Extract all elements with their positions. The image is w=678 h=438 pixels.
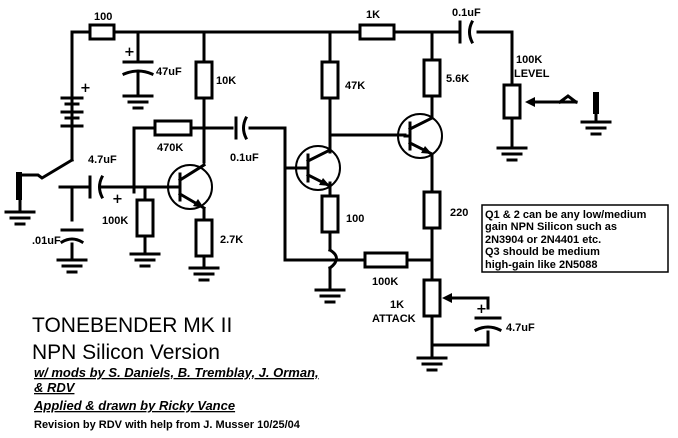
ground-symbol [122,94,154,110]
pot-level [502,83,522,120]
label-r-q3-emitter: 220 [450,207,468,219]
ground-symbol [4,210,36,226]
label-c-supply: 47uF [156,66,182,78]
label-r-input-bias: 100K [102,215,128,227]
applied-credit: Applied & drawn by Ricky Vance [33,398,235,413]
plus-sign-47uf: + [124,45,135,60]
label-c-attack: 4.7uF [506,322,535,334]
resistors [88,23,535,318]
label-r-q2-collector: 47K [345,80,365,92]
note-line: high-gain like 2N5088 [485,259,597,271]
label-c-input: 4.7uF [88,154,117,166]
battery [60,96,84,128]
ground-symbol [129,252,161,268]
note-line: gain NPN Silicon such as [485,221,617,233]
plus-sign-input-cap: + [112,192,123,207]
resistor-220 [422,190,442,230]
label-r-q1-emitter: 2.7K [220,234,243,246]
label-c-output: 0.1uF [452,7,481,19]
resistor-100-supply [88,23,116,41]
ground-symbol [416,356,448,372]
note-line: Q3 should be medium [485,246,600,258]
resistor-2-7k [194,218,214,258]
label-c-coupling-mid: 0.1uF [230,152,259,164]
label-r-feedback: 470K [157,142,183,154]
label-pot-attack-name: ATTACK [372,313,416,325]
pot-attack [422,278,442,318]
ground-symbol [580,120,612,136]
resistor-10k [194,60,214,100]
ground-symbol [188,266,220,282]
revision-note: Revision by RDV with help from J. Musser… [34,419,301,431]
resistor-5-6k [422,58,442,98]
label-pot-level-name: LEVEL [514,68,550,80]
resistor-100k-input [135,198,155,238]
title-line-1: TONEBENDER MK II [32,314,232,337]
resistor-470k [153,119,193,137]
label-pot-level: 100K [516,54,542,66]
ground-symbol [56,258,88,274]
note-line: 2N3904 or 2N4401 etc. [485,234,601,246]
note-line: Q1 & 2 can be any low/medium [485,209,647,221]
mods-credit-line-2: & RDV [34,380,76,395]
ground-symbols [4,94,612,372]
label-r-q3-collector: 5.6K [446,73,469,85]
output-jack [557,92,599,114]
plus-sign-attack-cap: + [476,302,487,317]
label-c-input-shunt: .01uF [32,235,61,247]
plus-sign-battery: + [80,81,91,96]
ground-symbol [314,288,346,304]
mods-credit-line-1: w/ mods by S. Daniels, B. Tremblay, J. O… [34,365,319,380]
title-line-2: NPN Silicon Version [32,341,220,364]
resistor-1k-supply [358,23,396,41]
wires [18,30,598,360]
input-jack [16,172,22,214]
label-r-supply: 100 [94,11,112,23]
resistor-100-q2 [320,194,340,234]
transistor-q2 [295,145,341,191]
resistor-100k-feedback [363,251,409,269]
ground-symbol [496,146,528,162]
label-r-q1-collector: 10K [216,75,236,87]
transistor-q3 [397,113,443,159]
label-r-q2-feedback: 100K [372,276,398,288]
note-box: Q1 & 2 can be any low/medium gain NPN Si… [481,204,669,273]
label-r-q3-supply: 1K [366,9,380,21]
resistor-47k [320,60,340,100]
label-r-q2-emitter: 100 [346,213,364,225]
capacitors [59,19,503,333]
transistor-q1 [167,162,213,211]
label-pot-attack: 1K [390,299,404,311]
